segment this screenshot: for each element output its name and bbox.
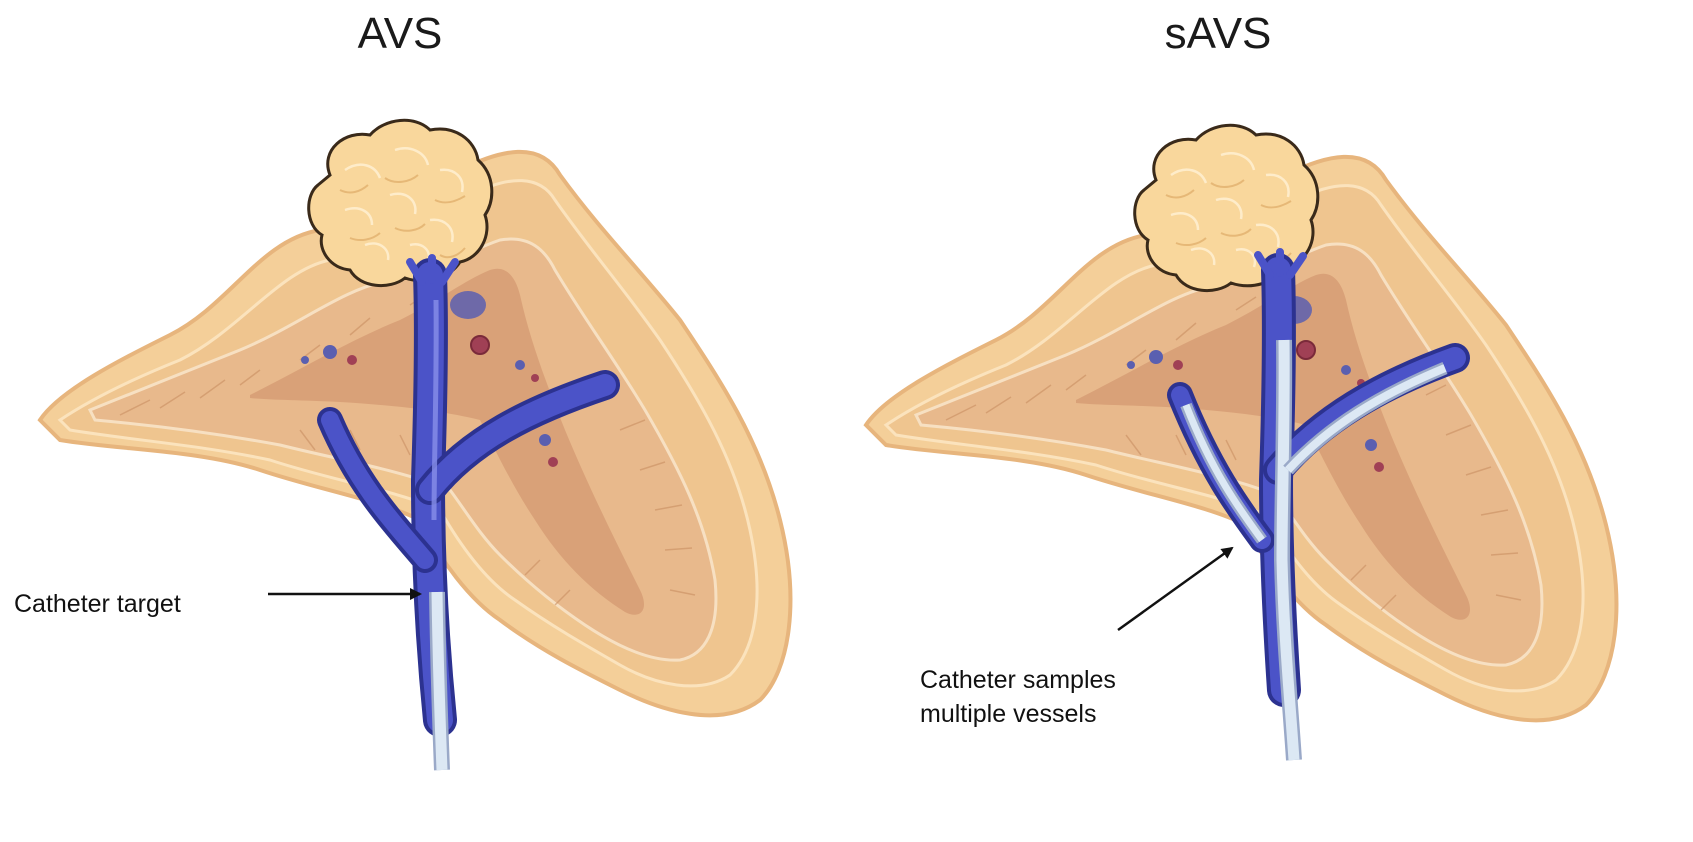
caption-catheter-target: Catheter target: [14, 590, 181, 618]
panel-avs: AVS Catheter target: [14, 9, 790, 770]
panel-title-savs: sAVS: [1165, 9, 1272, 58]
panel-savs: sAVS Catheter samples multiple vess: [866, 9, 1616, 760]
caption-catheter-samples-line2: multiple vessels: [920, 700, 1096, 728]
catheter-avs: [437, 592, 442, 770]
caption-catheter-samples-line1: Catheter samples: [920, 666, 1116, 694]
arrow-catheter-samples: [1118, 548, 1232, 630]
panel-title-avs: AVS: [358, 9, 443, 58]
adrenal-gland-savs: [866, 125, 1616, 720]
